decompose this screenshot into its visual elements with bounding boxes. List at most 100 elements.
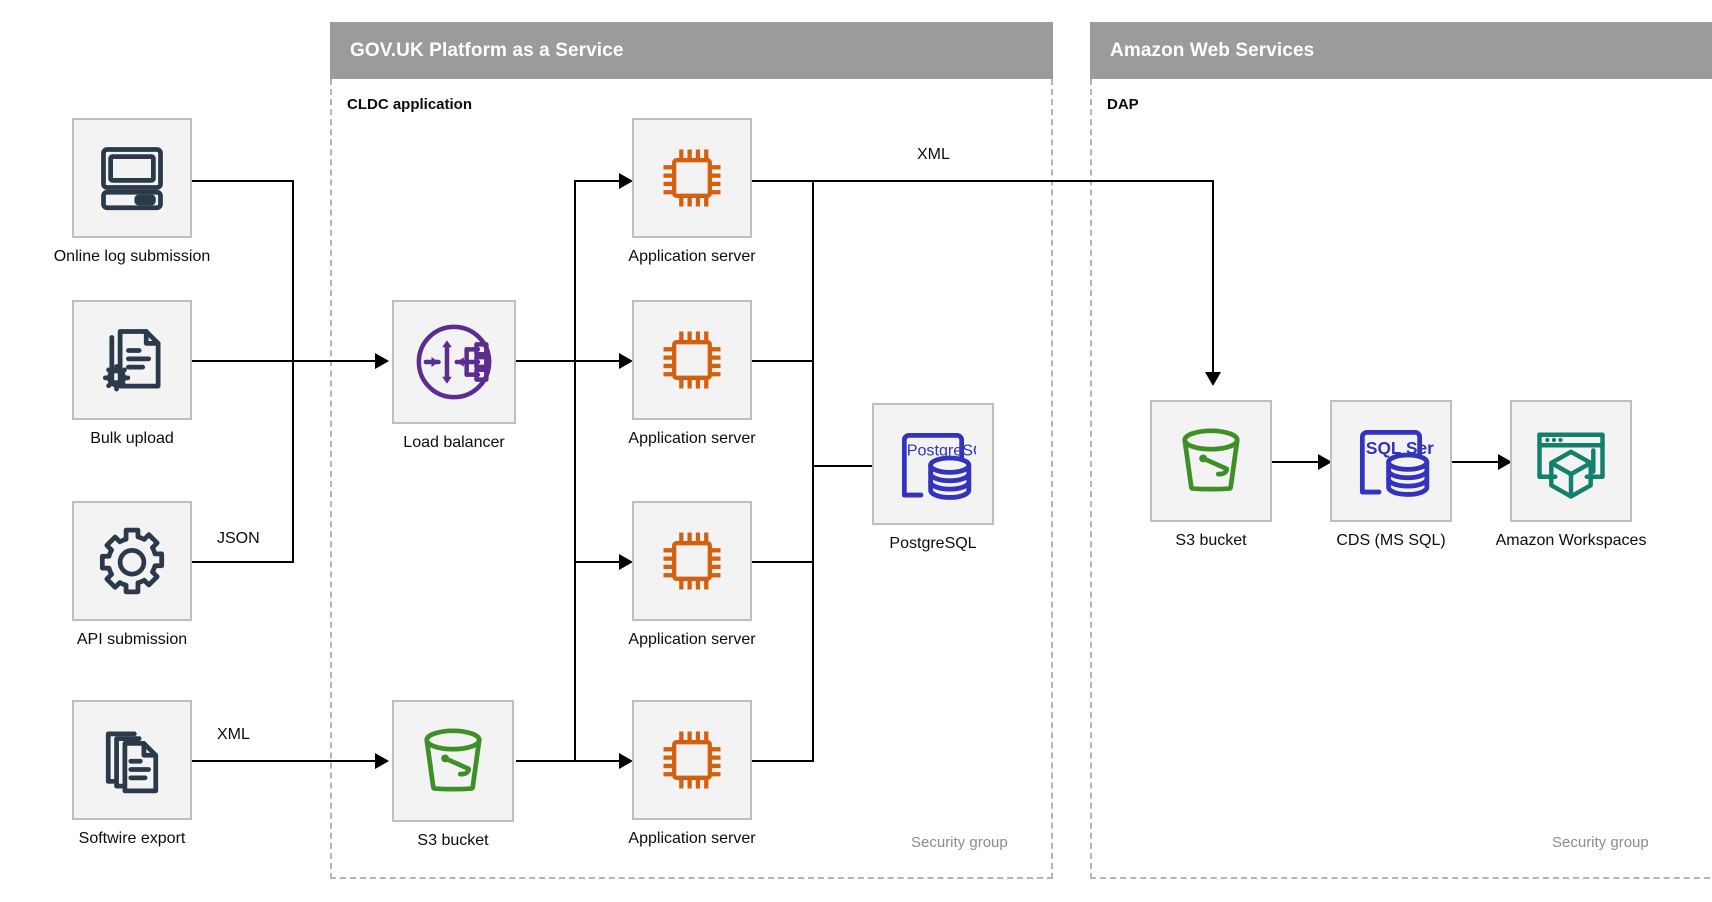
edge-appserver-1-xml-vertical <box>1212 180 1214 376</box>
node-application-server-2[interactable]: Application server <box>628 300 756 447</box>
edge-fanout-bus-vertical <box>574 180 576 760</box>
arrowhead-into-load-balancer <box>375 353 389 369</box>
arrowhead-into-s3-paas <box>375 753 389 769</box>
application-server-1-icon-box <box>632 118 752 238</box>
node-postgresql[interactable]: PostgreSQL PostgreSQL <box>872 403 994 552</box>
edge-appserver-4-to-db-bus <box>750 760 814 762</box>
edge-api-to-bus <box>192 561 294 563</box>
amazon-workspaces-icon-box <box>1510 400 1632 522</box>
s3-bucket-paas-label: S3 bucket <box>417 832 489 849</box>
zone-body-aws <box>1090 79 1712 879</box>
cpu-chip-icon <box>654 722 730 798</box>
load-balancer-icon-box <box>392 300 516 424</box>
edge-bulk-upload-to-lb <box>192 360 382 362</box>
application-server-4-icon-box <box>632 700 752 820</box>
application-server-4-label: Application server <box>628 830 756 847</box>
application-server-3-label: Application server <box>628 631 756 648</box>
cds-icon-box: SQL Server <box>1330 400 1452 522</box>
node-amazon-workspaces[interactable]: Amazon Workspaces <box>1496 400 1646 549</box>
gear-icon <box>94 523 170 599</box>
application-server-2-label: Application server <box>628 430 756 447</box>
zone-title-paas: GOV.UK Platform as a Service <box>350 39 624 61</box>
arrowhead-into-s3-aws <box>1205 372 1221 386</box>
node-s3-bucket-paas[interactable]: S3 bucket <box>392 700 514 849</box>
edge-label-softwire-xml: XML <box>212 726 255 744</box>
zone-subtitle-paas: CLDC application <box>347 96 473 113</box>
arrowhead-into-appserver-2 <box>619 353 633 369</box>
amazon-workspaces-label: Amazon Workspaces <box>1495 532 1647 549</box>
edge-fanout-to-appserver-4 <box>574 760 626 762</box>
s3-bucket-icon <box>1169 419 1253 503</box>
load-balancer-icon <box>409 317 499 407</box>
s3-bucket-icon <box>411 719 495 803</box>
node-online-log-submission[interactable]: Online log submission <box>54 118 210 265</box>
security-group-label-paas: Security group <box>911 834 1008 851</box>
api-submission-label: API submission <box>76 631 188 648</box>
postgresql-label: PostgreSQL <box>889 535 977 552</box>
node-application-server-4[interactable]: Application server <box>628 700 756 847</box>
zone-header-aws: Amazon Web Services <box>1090 22 1712 79</box>
application-server-2-icon-box <box>632 300 752 420</box>
node-application-server-1[interactable]: Application server <box>628 118 756 265</box>
edge-s3-aws-to-cds <box>1272 461 1329 463</box>
softwire-export-icon-box <box>72 700 192 820</box>
application-server-3-icon-box <box>632 501 752 621</box>
security-group-label-aws: Security group <box>1552 834 1649 851</box>
postgresql-icon-text: PostgreSQL <box>907 442 976 460</box>
api-submission-icon-box <box>72 501 192 621</box>
edge-online-log-to-bus <box>192 180 294 182</box>
edge-fanout-to-appserver-2 <box>574 360 626 362</box>
edge-appserver-3-to-db-bus <box>750 561 814 563</box>
node-cds-ms-sql[interactable]: SQL Server CDS (MS SQL) <box>1330 400 1452 549</box>
s3-bucket-aws-label: S3 bucket <box>1175 532 1247 549</box>
bulk-upload-label: Bulk upload <box>90 430 174 447</box>
edge-appserver-1-xml-horizontal <box>750 180 1214 182</box>
edge-cds-to-workspaces <box>1452 461 1509 463</box>
postgresql-database-icon: PostgreSQL <box>890 421 976 507</box>
node-bulk-upload[interactable]: Bulk upload <box>72 300 192 447</box>
arrowhead-into-appserver-1 <box>619 173 633 189</box>
node-s3-bucket-aws[interactable]: S3 bucket <box>1150 400 1272 549</box>
postgresql-icon-box: PostgreSQL <box>872 403 994 525</box>
edge-fanout-to-appserver-1 <box>574 180 626 182</box>
edge-label-api-json: JSON <box>212 530 265 548</box>
edge-db-bus-to-postgresql-b <box>812 465 922 467</box>
document-stack-icon <box>94 722 170 798</box>
load-balancer-label: Load balancer <box>403 434 505 451</box>
cds-label: CDS (MS SQL) <box>1336 532 1446 549</box>
cpu-chip-icon <box>654 322 730 398</box>
bulk-upload-icon-box <box>72 300 192 420</box>
application-server-1-label: Application server <box>628 248 756 265</box>
cpu-chip-icon <box>654 140 730 216</box>
arrowhead-into-cds <box>1318 454 1332 470</box>
edge-appserver-2-to-db-bus <box>750 360 814 362</box>
amazon-workspaces-icon <box>1529 419 1613 503</box>
s3-bucket-paas-icon-box <box>392 700 514 822</box>
arrowhead-into-appserver-3 <box>619 554 633 570</box>
sql-server-database-icon: SQL Server <box>1348 418 1434 504</box>
online-log-submission-label: Online log submission <box>53 248 211 265</box>
desktop-computer-icon <box>94 140 170 216</box>
zone-header-paas: GOV.UK Platform as a Service <box>330 22 1053 79</box>
softwire-export-label: Softwire export <box>78 830 186 847</box>
arrowhead-into-appserver-4 <box>619 753 633 769</box>
zone-title-aws: Amazon Web Services <box>1110 39 1315 61</box>
edge-db-collector-bus-vertical <box>812 180 814 762</box>
zone-body-paas <box>330 79 1053 879</box>
sql-server-icon-text: SQL Server <box>1366 438 1434 458</box>
edge-softwire-to-s3 <box>192 760 382 762</box>
zone-subtitle-aws: DAP <box>1107 96 1139 113</box>
online-log-submission-icon-box <box>72 118 192 238</box>
node-application-server-3[interactable]: Application server <box>628 501 756 648</box>
edge-s3-paas-to-fanout <box>516 760 576 762</box>
node-api-submission[interactable]: API submission <box>72 501 192 648</box>
edge-input-bus-vertical <box>292 180 294 563</box>
edge-lb-to-fanout <box>516 360 576 362</box>
node-load-balancer[interactable]: Load balancer <box>392 300 516 451</box>
node-softwire-export[interactable]: Softwire export <box>72 700 192 847</box>
arrowhead-into-workspaces <box>1498 454 1512 470</box>
edge-fanout-to-appserver-3 <box>574 561 626 563</box>
cpu-chip-icon <box>654 523 730 599</box>
edge-label-appserver-xml: XML <box>912 146 955 164</box>
